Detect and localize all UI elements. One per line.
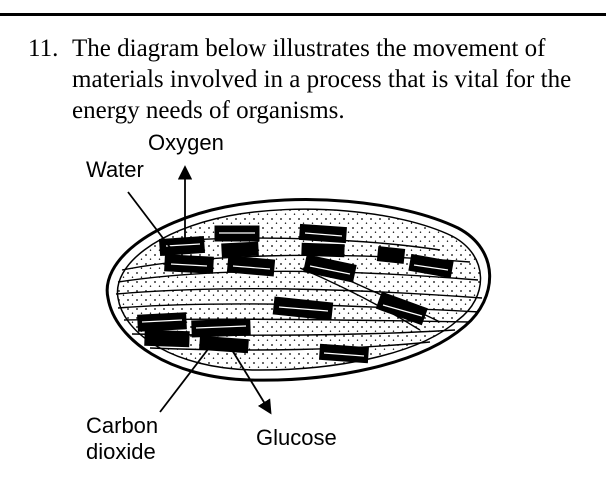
carbon-dioxide-pointer: [159, 343, 213, 413]
grana-stripes: [141, 232, 449, 357]
oxygen-label: Oxygen: [148, 130, 224, 155]
carbon-dioxide-label-line2: dioxide: [86, 439, 156, 464]
water-pointer: [127, 191, 173, 251]
top-rule: [0, 13, 606, 16]
arrows: [127, 165, 272, 415]
question-number: 11.: [28, 35, 59, 62]
glucose-label: Glucose: [256, 425, 337, 450]
grana-stacks: [137, 223, 454, 364]
glucose-arrow: [231, 349, 272, 415]
chloroplast: [105, 198, 492, 382]
question-text: The diagram below illustrates the moveme…: [72, 35, 572, 124]
carbon-dioxide-label-line1: Carbon: [86, 413, 159, 438]
water-label: Water: [86, 157, 144, 182]
